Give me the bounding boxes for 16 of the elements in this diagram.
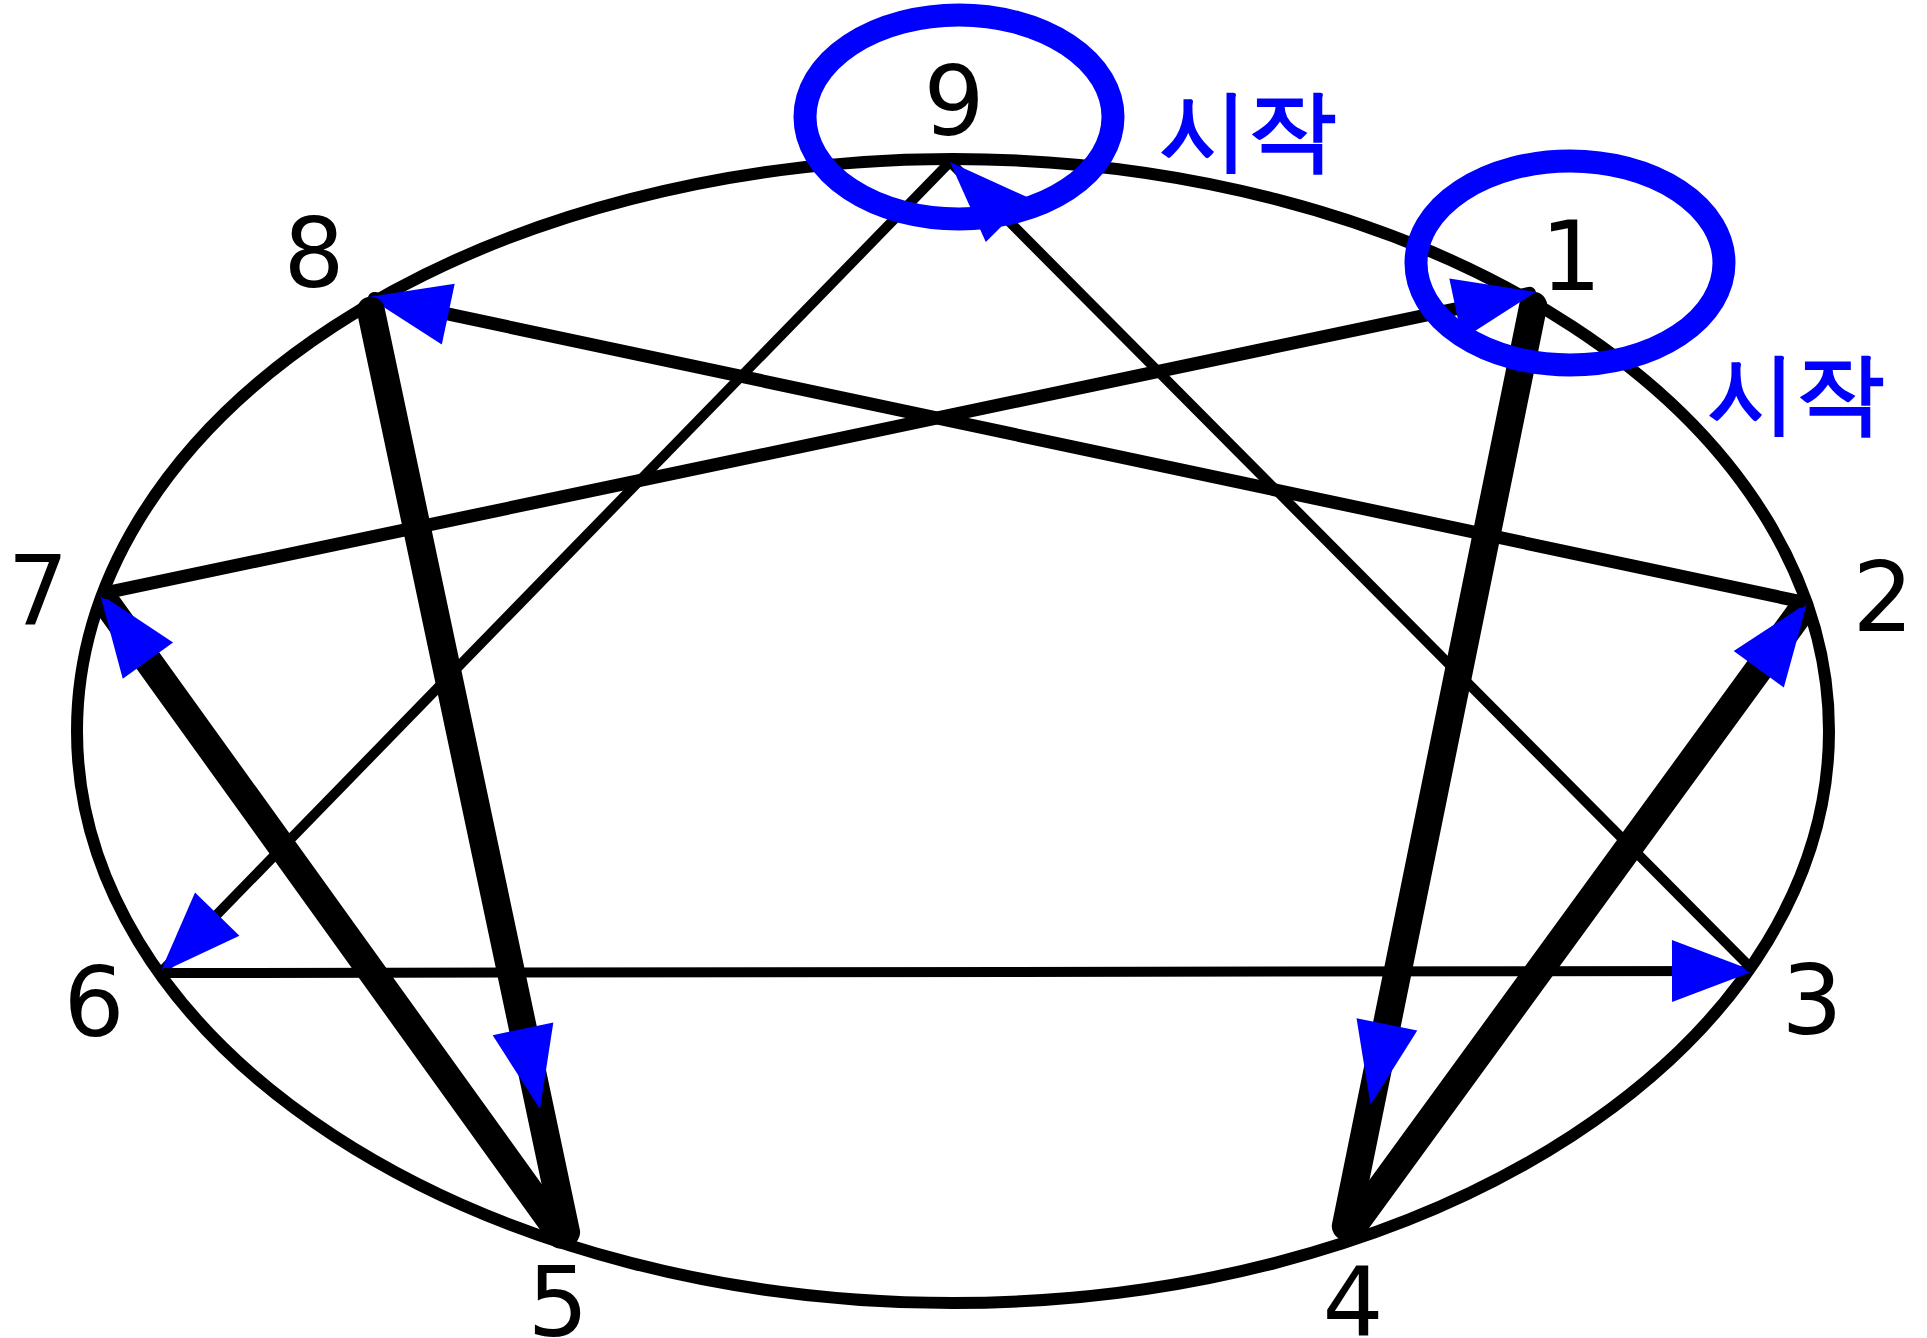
number-label: 3	[1779, 961, 1845, 1041]
arrow	[948, 160, 1756, 973]
number-label: 1	[1538, 217, 1604, 297]
arrow	[367, 283, 1808, 609]
arrow	[1331, 291, 1548, 1241]
arrow	[99, 278, 1537, 600]
arrow	[160, 940, 1754, 1003]
number-label: 8	[281, 214, 347, 294]
number-label: 2	[1850, 558, 1916, 638]
number-label: 4	[1320, 1263, 1386, 1338]
note-label: 시작	[1708, 349, 1884, 437]
number-label: 5	[525, 1263, 591, 1338]
number-label: 6	[61, 963, 127, 1043]
note-label: 시작	[1160, 86, 1336, 174]
number-label: 9	[921, 62, 987, 142]
number-label: 7	[5, 551, 71, 631]
